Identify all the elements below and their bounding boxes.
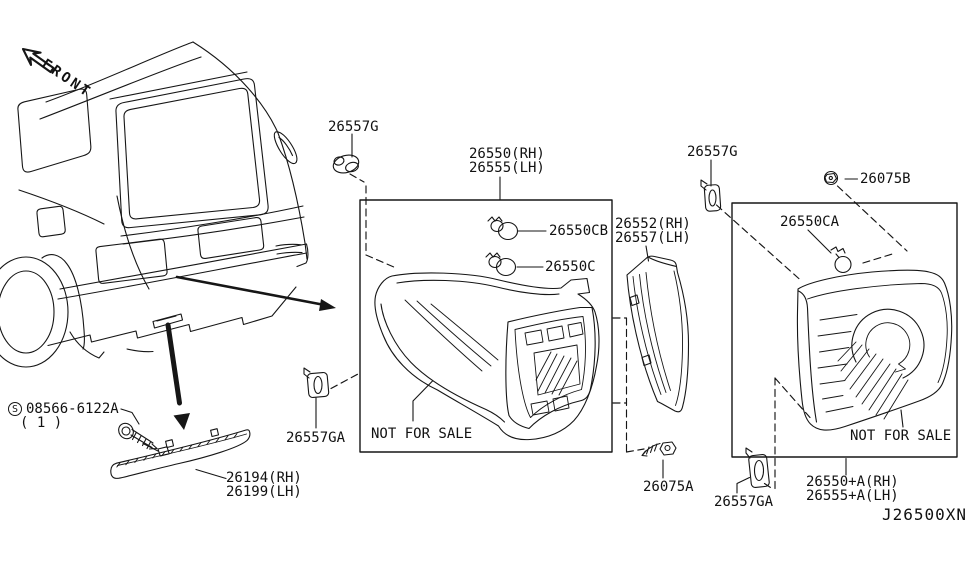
part-label-26199-lh: 26199(LH) — [226, 484, 302, 500]
screw-26075a-drawing — [641, 441, 677, 457]
part-label-lamp-body-lh: 26557(LH) — [615, 230, 691, 246]
part-label-inner-lamp-lh: 26555+A(LH) — [806, 488, 899, 504]
screw-08566-drawing — [118, 422, 158, 450]
front-direction-arrow-icon — [21, 47, 55, 74]
outer-lamp-face — [505, 306, 596, 430]
part-label-26194-rh: 26194(RH) — [226, 470, 302, 486]
screw-symbol-icon: S — [8, 402, 22, 416]
not-for-sale-note-left: NOT FOR SALE — [371, 426, 473, 442]
vehicle-rear-view-drawing — [0, 41, 309, 368]
part-label-outer-lamp-lh: 26555(LH) — [469, 160, 545, 176]
hatch-lines-inner-lamp — [837, 341, 909, 420]
vehicle-tail-lamp-outline — [273, 131, 298, 165]
grommet-26557ga-right-drawing — [745, 447, 770, 489]
part-label-26557ga-right: 26557GA — [714, 494, 774, 510]
inner-lamp-swirl — [851, 308, 925, 379]
reflector-assembly-drawing — [110, 428, 251, 479]
reflector-mount-on-bumper — [152, 313, 184, 329]
part-label-lamp-body-rh: 26552(RH) — [615, 216, 691, 232]
grommet-26557ga-left-drawing — [303, 367, 330, 399]
part-label-26557g-top-left: 26557G — [328, 119, 379, 135]
diagram-code: J26500XN — [882, 505, 968, 524]
bulb-26550c-drawing — [485, 252, 517, 277]
lamp-body-drawing — [626, 255, 690, 413]
not-for-sale-note-right: NOT FOR SALE — [850, 428, 952, 444]
outer-lamp-lens-outline — [374, 272, 600, 441]
bulb-26550cb-drawing — [487, 216, 519, 241]
callout-arrows — [165, 275, 336, 430]
bulb-26550ca-drawing — [830, 246, 852, 274]
part-label-26550ca: 26550CA — [780, 214, 840, 230]
part-label-26557ga-left: 26557GA — [286, 430, 346, 446]
inner-lamp-outline — [796, 269, 953, 431]
part-qty-08566: ( 1 ) — [20, 415, 63, 431]
leader-lines-solid — [120, 133, 904, 494]
part-label-26075a: 26075A — [643, 479, 694, 495]
outer-lamp-box — [359, 199, 613, 453]
part-label-outer-lamp-rh: 26550(RH) — [469, 146, 545, 162]
clip-26557g-left-drawing — [332, 154, 360, 174]
bolt-26075b-drawing — [823, 170, 839, 186]
wheel-outline — [0, 256, 69, 368]
part-label-26075b: 26075B — [860, 171, 911, 187]
part-label-26550cb: 26550CB — [549, 223, 609, 239]
hatch-lines-reflector — [116, 433, 238, 468]
clip-26557g-right-drawing — [700, 179, 722, 212]
part-label-08566-6122a: 08566-6122A — [26, 401, 119, 417]
part-label-inner-lamp-rh: 26550+A(RH) — [806, 474, 899, 490]
part-label-26557g-top-right: 26557G — [687, 144, 738, 160]
inner-lamp-box — [731, 202, 958, 458]
leader-lines-dashed — [330, 173, 908, 491]
part-label-26550c: 26550C — [545, 259, 596, 275]
hatch-lines-outer-lamp — [535, 351, 578, 396]
